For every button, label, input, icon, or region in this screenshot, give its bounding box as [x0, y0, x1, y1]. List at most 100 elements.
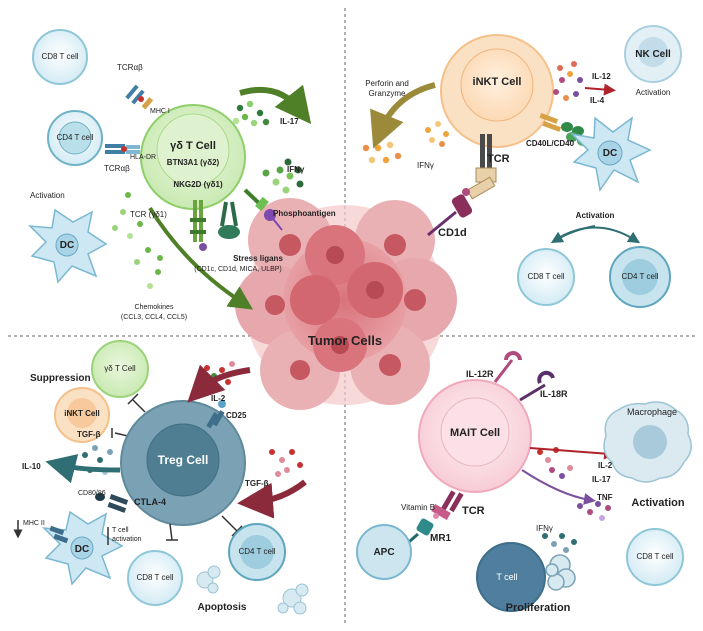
gdt-cell-label: γδ T Cell: [170, 140, 216, 152]
nk-cell-label: NK Cell: [635, 49, 671, 60]
cd8-t-cell-bottom-left: [127, 550, 183, 606]
suppressed-inkt-label: iNKT Cell: [64, 409, 100, 418]
perforin-label-line1: Perforin and: [365, 79, 409, 88]
hladr-label: HLA-DR: [130, 154, 157, 161]
vitamin-b-label: Vitamin B: [401, 503, 436, 512]
mait-il2-arrow: [529, 447, 616, 460]
mait-il2-label: IL-2: [598, 461, 613, 470]
inkt-ifng-granules: [425, 121, 449, 147]
tgfb-right-granules: [269, 449, 303, 477]
suppression-label: Suppression: [30, 373, 91, 384]
tcrab-top-label: TCRαβ: [117, 63, 143, 72]
treg-il2-label: IL-2: [211, 394, 226, 403]
il12r-receptor: [493, 351, 522, 383]
il18r-receptor: [519, 370, 555, 402]
tcrab-hladr-receptor: [105, 144, 140, 154]
tcr-gd1-receptor: [190, 200, 206, 242]
ifng-granules: [262, 158, 304, 194]
chemokine-arrow: [148, 206, 254, 310]
macrophage-label: Macrophage: [626, 407, 678, 417]
stress-ligands-list: (CD1c, CD1d, MICA, ULBP): [194, 266, 282, 273]
apc-cell: [356, 524, 412, 580]
il10-label: IL-10: [22, 462, 41, 471]
mait-cd8-label: CD8 T cell: [636, 552, 674, 561]
cd8-t-cell-top-left: [32, 29, 88, 85]
mait-activation-label: Activation: [631, 497, 685, 509]
il17-label: IL-17: [280, 117, 299, 126]
inkt-activation-label: Activation: [575, 211, 615, 220]
inkt-tcr-label: TCR: [487, 153, 510, 165]
il12-il4-granules: [553, 61, 583, 101]
inkt-cd8-label: CD8 T cell: [527, 272, 565, 281]
treg-cd4-label: CD4 T cell: [238, 547, 276, 556]
il2-cd25-receptor: [206, 400, 226, 429]
tgfb-right-label: TGF-β: [245, 479, 269, 488]
ctla4-label: CTLA-4: [134, 497, 166, 507]
ctla4-cd80-pair: [95, 493, 129, 513]
mait-il17-label: IL-17: [592, 475, 611, 484]
btn3a1-label: BTN3A1 (γδ2): [166, 158, 220, 167]
tcell-activation-line1: T cell: [112, 527, 129, 534]
tnf-label: TNF: [597, 493, 613, 502]
tcrab-mhc1-receptor: [125, 84, 154, 110]
cd1d-molecule: [427, 188, 473, 237]
inkt-cd4-label: CD4 T cell: [621, 272, 659, 281]
proliferation-cluster: [545, 554, 576, 591]
cd4-t-cell-label: CD4 T cell: [56, 133, 94, 142]
proliferating-t-cell-label: T cell: [496, 572, 518, 582]
mait-ifng-label: IFNγ: [536, 524, 553, 533]
mait-tcr-label: TCR: [462, 505, 485, 517]
il17-arrow: [239, 84, 312, 125]
ifng-label: IFNγ: [287, 165, 305, 174]
mait-tnf-arrow: [521, 469, 596, 505]
il12-label: IL-12: [592, 72, 611, 81]
proliferating-t-cell: [476, 542, 546, 612]
perforin-label-line2: Granzyme: [368, 89, 406, 98]
mhc2-label: MHC II: [23, 520, 45, 527]
cd8-t-cell-bottom-right: [626, 528, 684, 586]
phosphoantigen-label: Phosphoantigen: [273, 209, 336, 218]
apoptosis-label: Apoptosis: [197, 602, 247, 613]
treg-top-arrow: [187, 364, 251, 403]
cd40-label: CD40L/CD40: [526, 139, 575, 148]
perforin-granules: [362, 141, 402, 164]
chemokines-list: (CCL3, CCL4, CCL5): [120, 314, 188, 321]
treg-cd8-label: CD8 T cell: [136, 573, 174, 582]
inkt-tcr: [466, 134, 497, 200]
btn3a1-receptor: [243, 188, 269, 212]
proliferation-label: Proliferation: [505, 602, 571, 614]
il10-arrow: [45, 454, 121, 484]
apc-label: APC: [373, 547, 395, 558]
gdt-dc-label: DC: [59, 240, 75, 251]
cd8-t-cell-label: CD8 T cell: [41, 52, 79, 61]
cd1d-label: CD1d: [438, 227, 467, 239]
mait-cell-label: MAIT Cell: [449, 427, 501, 439]
cd80-label: CD80/86: [78, 490, 106, 497]
mait-tcr: [431, 490, 464, 520]
tgfb-left-label: TGF-β: [77, 430, 101, 439]
apoptotic-blebs: [196, 565, 309, 615]
mait-granules: [537, 447, 611, 553]
il17-granules: [232, 100, 270, 127]
tumor-mass: [235, 198, 457, 410]
inkt-cell-label: iNKT Cell: [472, 76, 522, 88]
tcell-activation-line2: activation: [112, 536, 142, 543]
tcr-gd1-label: TCR (γδ1): [130, 210, 167, 219]
tgfb-right-arrow: [237, 479, 307, 519]
il12r-label: IL-12R: [466, 369, 494, 379]
nkg2d-receptor: [218, 201, 240, 239]
cd8-t-cell-top-right: [517, 248, 575, 306]
inkt-ifng-label: IFNγ: [417, 161, 434, 170]
treg-cell-label: Treg Cell: [157, 453, 209, 467]
nkg2d-label: NKG2D (γδ1): [173, 180, 223, 189]
mhc1-label: MHC I: [150, 108, 170, 115]
cd25-label: CD25: [226, 411, 247, 420]
nk-activation-label: Activation: [635, 88, 671, 97]
perforin-arrow: [370, 82, 436, 149]
gdt-activation-label: Activation: [30, 191, 65, 200]
treg-dc-label: DC: [74, 544, 90, 555]
inkt-dc-label: DC: [602, 148, 618, 159]
chemokines-title: Chemokines: [134, 304, 174, 311]
mr1-label: MR1: [430, 533, 452, 544]
